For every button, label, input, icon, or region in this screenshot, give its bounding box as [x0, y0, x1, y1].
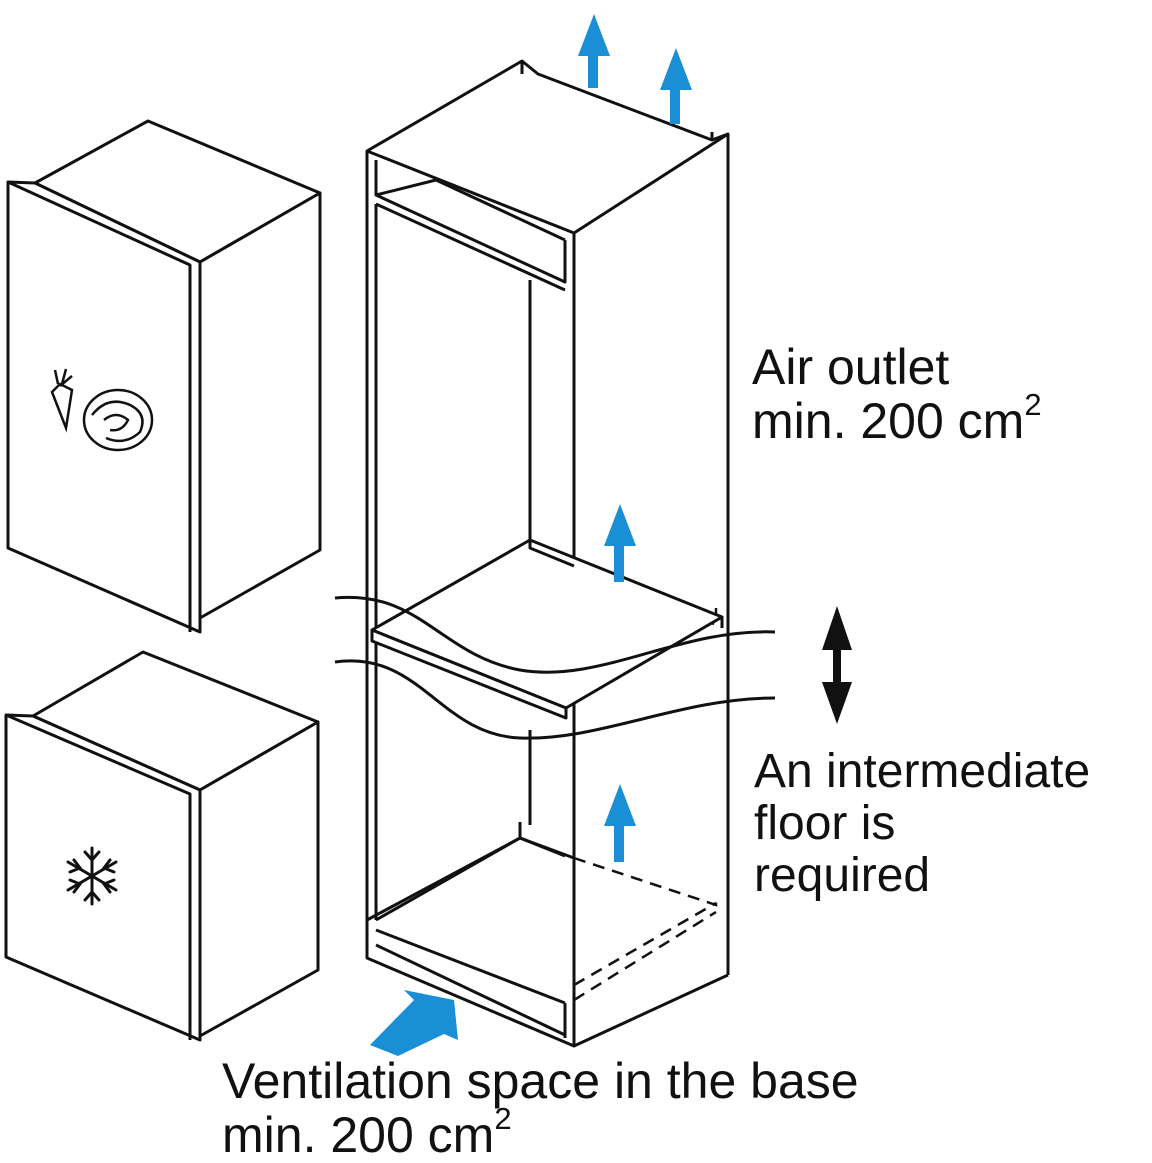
cutaway-lines	[334, 595, 776, 740]
intermediate-floor-line1: An intermediate	[754, 745, 1091, 798]
airflow-arrow-middle	[604, 504, 636, 582]
fridge-compartment	[6, 119, 322, 634]
intermediate-floor	[370, 538, 724, 720]
height-adjust-double-arrow	[822, 606, 852, 724]
air-outlet-line1: Air outlet	[752, 339, 950, 395]
air-inlet-arrow	[370, 990, 458, 1056]
ventilation-base-label: Ventilation space in the base min. 200 c…	[222, 1054, 859, 1162]
cabbage-icon	[82, 388, 154, 452]
airflow-arrow-lower	[604, 784, 636, 862]
intermediate-floor-label: An intermediate floor is required	[754, 746, 1090, 901]
carrot-icon	[50, 368, 74, 433]
air-outlet-arrow	[660, 48, 692, 124]
installation-niche	[365, 59, 730, 1048]
snowflake-icon	[66, 846, 118, 906]
intermediate-floor-line3: required	[754, 848, 931, 902]
air-outlet-arrow	[578, 14, 610, 88]
ventilation-base-line1: Ventilation space in the base	[222, 1053, 859, 1109]
air-outlet-label: Air outlet min. 200 cm2	[752, 340, 1042, 448]
air-outlet-line2: min. 200 cm2	[752, 386, 1042, 449]
freezer-compartment	[4, 650, 320, 1042]
ventilation-base-line2: min. 200 cm2	[222, 1100, 512, 1163]
intermediate-floor-line2: floor is	[754, 796, 896, 850]
